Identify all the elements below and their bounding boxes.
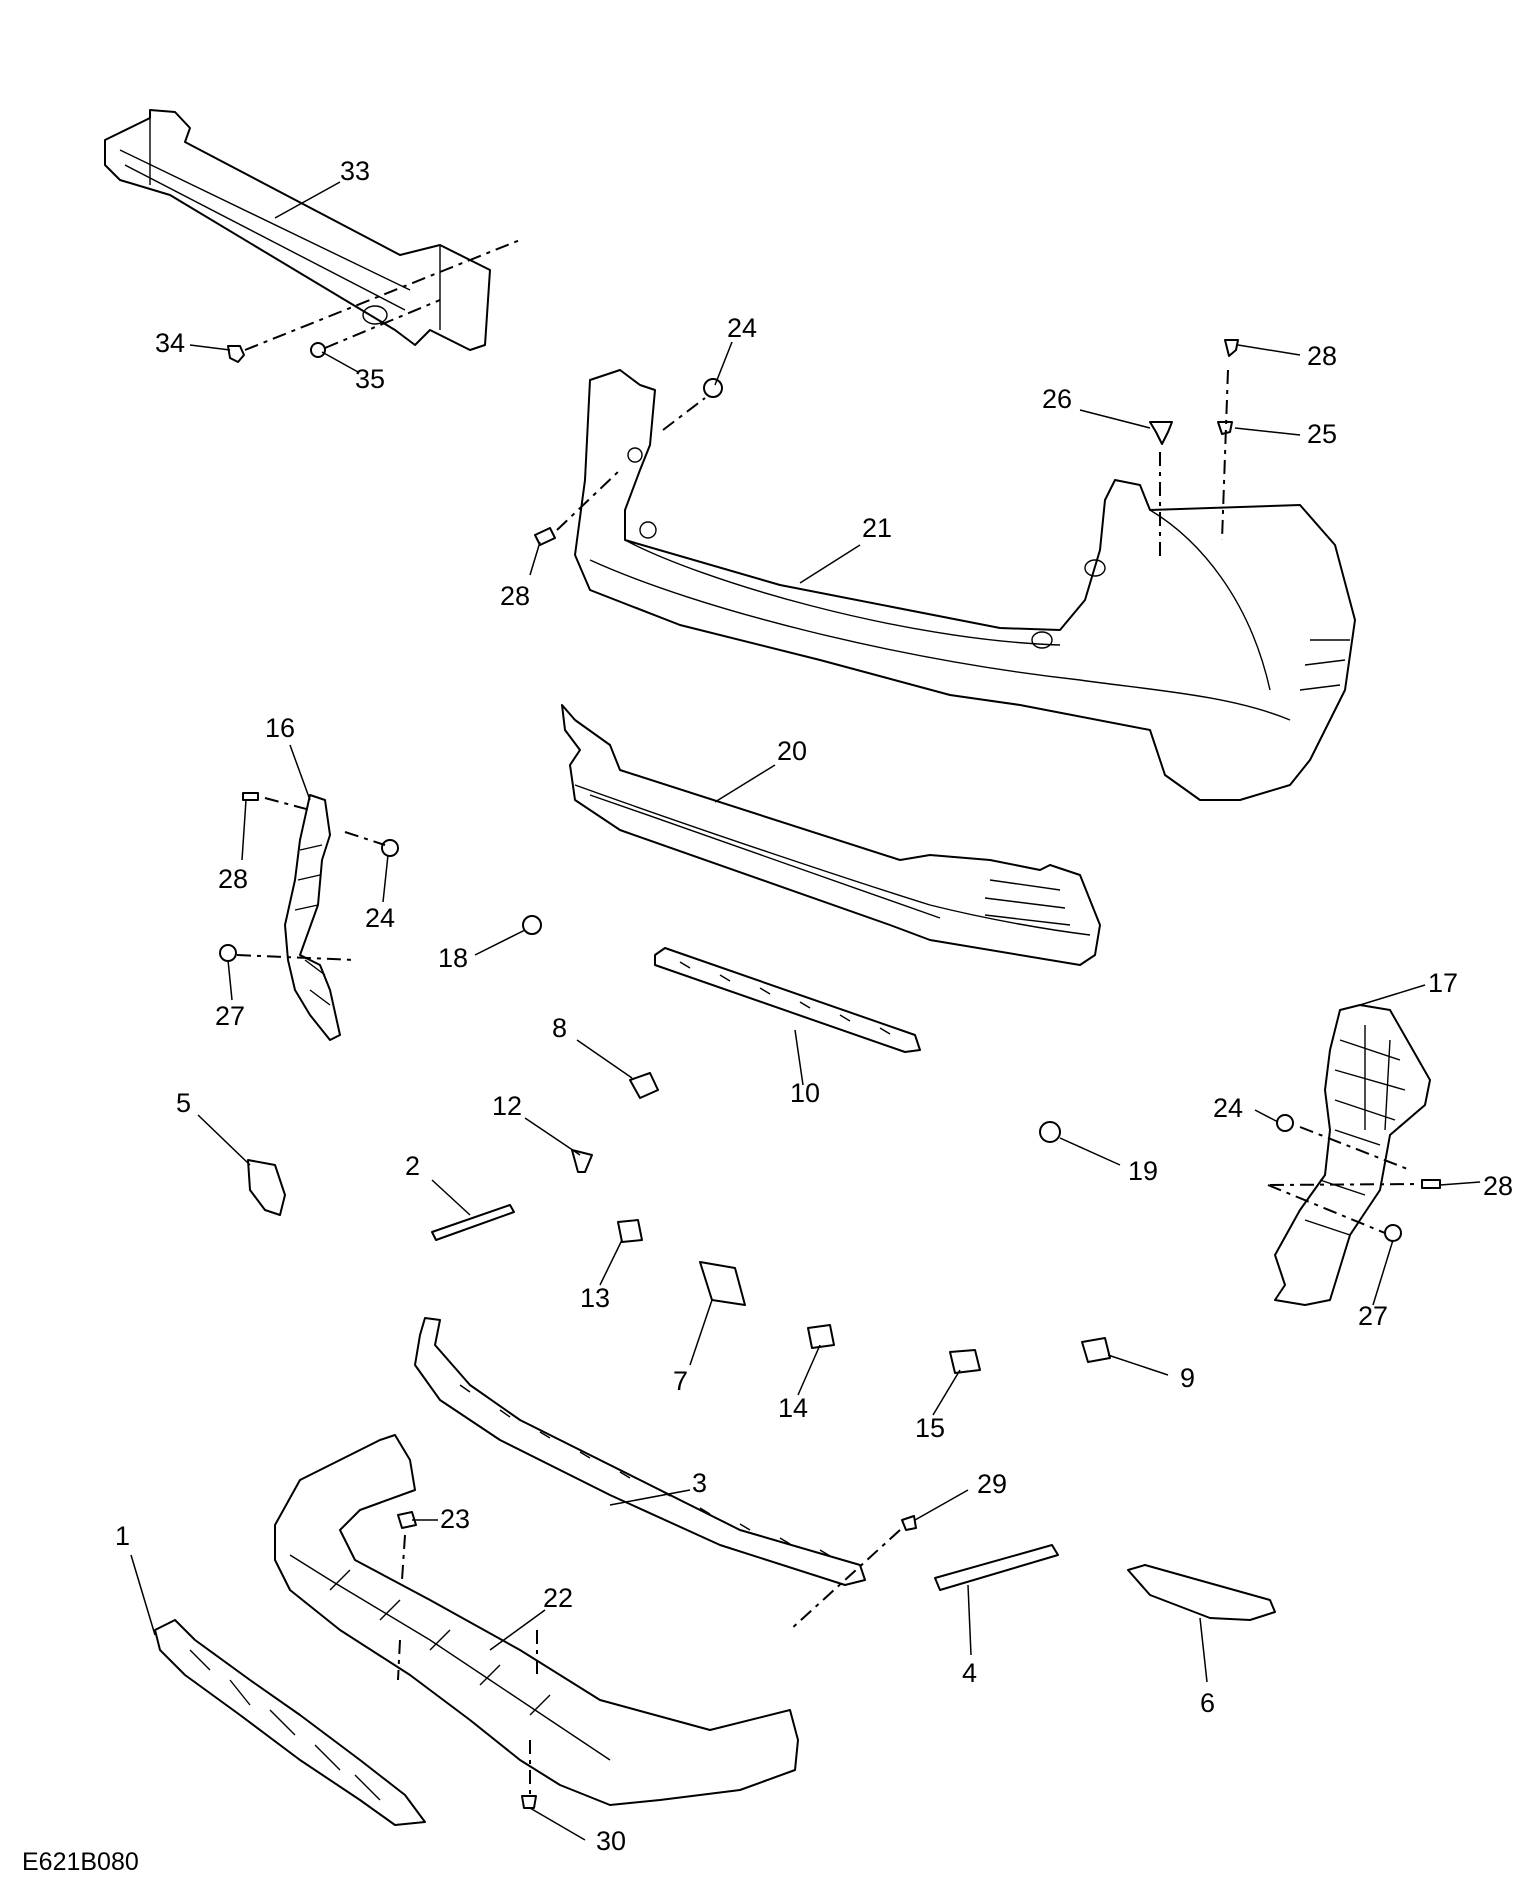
dash-line-28-left [556,469,621,531]
callout-4: 4 [962,1658,977,1688]
part-4-trim [934,1544,1059,1591]
dash-line-28-bracket [264,797,311,811]
callout-28: 28 [500,581,530,611]
part-1-lower-bracket [154,1619,426,1826]
callout-19: 19 [1128,1156,1158,1186]
part-5-sensor-housing [247,1159,286,1216]
callout-23: 23 [440,1504,470,1534]
callout-35: 35 [355,364,385,394]
part-20-lower-valance [561,704,1101,966]
part-9-clip [1081,1337,1111,1363]
callout-3: 3 [692,1468,707,1498]
part-14-clip [807,1324,835,1349]
callout-6: 6 [1200,1688,1215,1718]
part-12-clip [571,1149,593,1173]
callout-12: 12 [492,1091,522,1121]
part-22-lower-reinforcement [274,1434,799,1806]
callout-26: 26 [1042,384,1072,414]
callout-24: 24 [365,903,395,933]
callout-7: 7 [673,1366,688,1396]
callout-27: 27 [215,1001,245,1031]
callout-15: 15 [915,1413,945,1443]
callout-34: 34 [155,328,185,358]
callout-24: 24 [1213,1093,1243,1123]
callout-21: 21 [862,513,892,543]
callout-22: 22 [543,1583,573,1613]
part-24-clip-right [1276,1114,1294,1132]
callout-30: 30 [596,1826,626,1856]
callout-28: 28 [1307,341,1337,371]
dash-line-24-bracket [344,831,386,846]
callout-13: 13 [580,1283,610,1313]
callout-9: 9 [1180,1363,1195,1393]
callout-29: 29 [977,1469,1007,1499]
part-28-screw-bracket-left [242,792,259,801]
part-8-clip [629,1072,659,1099]
part-10-reinforcement-strip [654,947,921,1053]
callout-5: 5 [176,1088,191,1118]
callout-17: 17 [1428,968,1458,998]
part-29-screw [901,1515,917,1531]
part-7-plate [699,1261,746,1306]
dash-line-24-right [1299,1126,1411,1171]
callout-20: 20 [777,736,807,766]
callout-28: 28 [1483,1171,1513,1201]
callout-33: 33 [340,156,370,186]
part-27-nut-left [219,944,237,962]
callout-25: 25 [1307,419,1337,449]
part-26-push-clip [1149,421,1173,445]
part-30-screw [521,1795,537,1809]
callout-1: 1 [115,1521,130,1551]
part-24-clip-upper [703,378,723,398]
dash-line-24-upper [662,397,706,431]
dash-line-34 [244,239,521,351]
part-24-clip-bracket-left [381,839,399,857]
part-23-nut [397,1511,417,1529]
part-19-plug [1039,1121,1061,1143]
part-17-right-bracket [1274,1004,1431,1306]
part-35-nut [310,342,326,358]
dash-line-27-right [1267,1184,1386,1234]
part-2-trim-strip [431,1204,515,1241]
callout-14: 14 [778,1393,808,1423]
callout-18: 18 [438,943,468,973]
callout-16: 16 [265,713,295,743]
dash-line-25-28 [1221,369,1229,541]
part-16-left-bracket [284,794,341,1041]
dash-line-23 [401,1534,406,1581]
part-21-bumper-cover [574,369,1356,801]
dash-line-22a [397,1639,401,1681]
part-28-screw-upper [1224,339,1239,357]
part-34-bolt [227,345,245,363]
dash-line-28-right [1269,1183,1421,1186]
leader-lines [130,181,1481,1841]
callout-28: 28 [218,864,248,894]
dash-line-29 [789,1529,901,1631]
part-18-plug [522,915,542,935]
callout-8: 8 [552,1013,567,1043]
part-25-clip [1217,421,1233,435]
dash-line-27-bracket [236,954,356,961]
part-27-nut-right [1384,1224,1402,1242]
part-6-reflector-trim [1127,1564,1276,1621]
dash-line-35 [324,299,441,349]
part-3-lower-strip [414,1317,866,1586]
callout-10: 10 [790,1078,820,1108]
part-33-bumper-beam [104,109,491,351]
part-28-screw-left [534,527,556,546]
part-15-clip [949,1349,981,1374]
callout-27: 27 [1358,1301,1388,1331]
callout-2: 2 [405,1151,420,1181]
figure-reference-code: E621B080 [22,1848,139,1876]
part-28-screw-right [1421,1179,1441,1189]
callout-24: 24 [727,313,757,343]
part-13-clip [617,1219,643,1243]
